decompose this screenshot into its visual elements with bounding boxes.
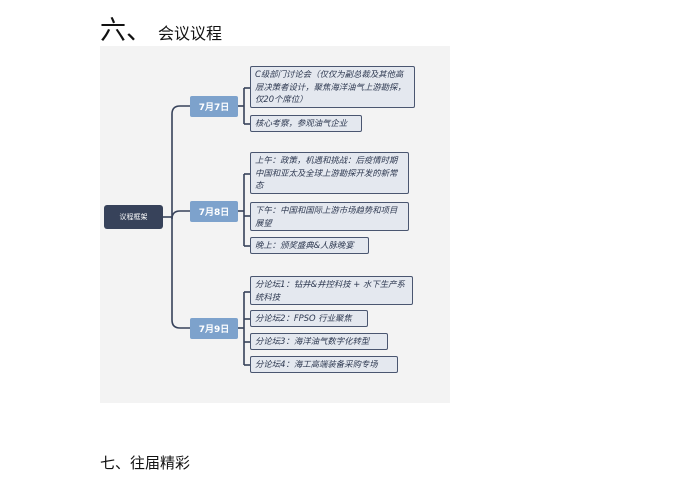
agenda-item-forum-2: 分论坛2：FPSO 行业聚焦 [250, 310, 368, 327]
day-node-july-9: 7月9日 [190, 318, 238, 339]
day-node-july-7: 7月7日 [190, 96, 238, 117]
agenda-item-evening-awards: 晚上：颁奖盛典&人脉晚宴 [250, 237, 369, 254]
mindmap-root-node: 议程框架 [104, 205, 163, 229]
section-six-heading: 六、会议议程 [100, 10, 222, 47]
section-six-title: 会议议程 [158, 24, 223, 43]
agenda-mindmap: 议程框架 7月7日 7月8日 7月9日 C级部门讨论会（仅仅为副总裁及其他高层决… [100, 46, 450, 403]
agenda-item-forum-3: 分论坛3：海洋油气数字化转型 [250, 333, 388, 350]
agenda-item-morning-policy: 上午：政策，机遇和挑战：后疫情时期中国和亚太及全球上游勘探开发的新常态 [250, 152, 409, 194]
agenda-item-forum-4: 分论坛4：海工高端装备采购专场 [250, 356, 398, 373]
agenda-item-forum-1: 分论坛1：钻井&井控科技 + 水下生产系统科技 [250, 276, 413, 305]
mindmap-connectors [163, 87, 250, 366]
section-seven-heading: 七、往届精彩 [100, 454, 191, 472]
agenda-item-afternoon-market: 下午：中国和国际上游市场趋势和项目展望 [250, 202, 409, 231]
section-six-number: 六、 [100, 16, 153, 46]
agenda-item-site-visit: 核心考察，参观油气企业 [250, 115, 362, 132]
agenda-item-c-level-meeting: C级部门讨论会（仅仅为副总裁及其他高层决策者设计，聚焦海洋油气上游勘探，仅20个… [250, 66, 415, 108]
day-node-july-8: 7月8日 [190, 201, 238, 222]
